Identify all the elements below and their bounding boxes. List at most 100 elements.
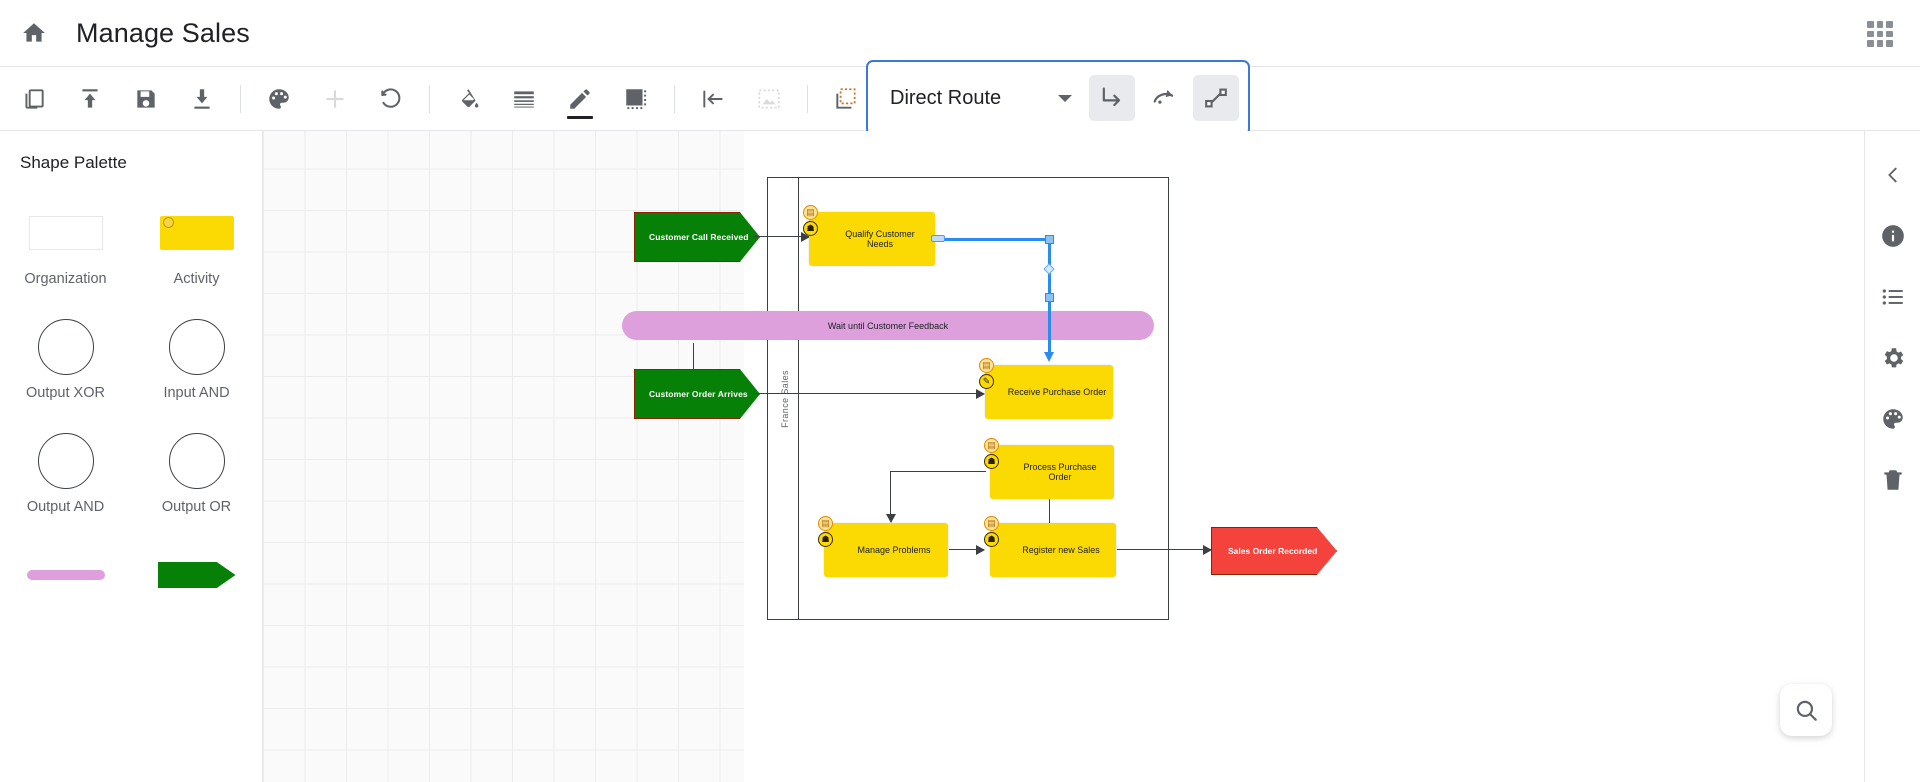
image-icon[interactable] bbox=[747, 77, 791, 121]
save-icon[interactable] bbox=[124, 77, 168, 121]
palette-item-wait[interactable] bbox=[0, 533, 131, 619]
lane-label-text: France Sales bbox=[780, 370, 790, 428]
align-left-icon[interactable] bbox=[691, 77, 735, 121]
palette-item-output-and[interactable]: Output AND bbox=[0, 419, 131, 521]
palette-item-event[interactable] bbox=[131, 533, 262, 619]
event-customer-call-received[interactable]: Customer Call Received bbox=[634, 212, 760, 262]
circle-shape-icon bbox=[38, 425, 94, 497]
app-header: Manage Sales bbox=[0, 0, 1920, 66]
event-arrow-shape-icon bbox=[158, 539, 236, 611]
palette-item-label: Activity bbox=[174, 271, 220, 287]
connector-waypoint-handle[interactable] bbox=[1045, 293, 1054, 302]
lane-label: France Sales bbox=[770, 349, 800, 449]
connector-arrowhead bbox=[1203, 545, 1212, 555]
shape-palette-title: Shape Palette bbox=[0, 131, 262, 173]
connector-source-handle[interactable] bbox=[931, 235, 945, 242]
connector-arrowhead bbox=[976, 389, 985, 399]
activity-shape-icon bbox=[160, 197, 234, 269]
circle-shape-icon bbox=[169, 311, 225, 383]
main-toolbar: Direct Route bbox=[0, 66, 1920, 131]
activity-process-purchase-order[interactable]: Process Purchase Order ▤ ☗ bbox=[990, 445, 1114, 499]
document-icon: ▤ bbox=[979, 358, 994, 373]
route-select[interactable]: Direct Route bbox=[874, 70, 1086, 126]
event-customer-order-arrives[interactable]: Customer Order Arrives bbox=[634, 369, 760, 419]
activity-manage-problems[interactable]: Manage Problems ▤ ☗ bbox=[824, 523, 948, 577]
trash-icon[interactable] bbox=[1873, 460, 1913, 500]
selected-connector-arrowhead bbox=[1044, 352, 1054, 362]
download-icon[interactable] bbox=[180, 77, 224, 121]
search-icon[interactable] bbox=[1780, 684, 1832, 736]
role-icon: ✎ bbox=[979, 374, 994, 389]
palette-item-label: Output XOR bbox=[26, 385, 105, 401]
wait-element[interactable]: Wait until Customer Feedback bbox=[622, 311, 1154, 340]
activity-qualify-customer-needs[interactable]: Qualify Customer Needs ▤ ☗ bbox=[809, 212, 935, 266]
wait-element-label: Wait until Customer Feedback bbox=[828, 321, 948, 331]
lines-icon[interactable] bbox=[502, 77, 546, 121]
paint-bucket-icon[interactable] bbox=[446, 77, 490, 121]
document-icon: ▤ bbox=[803, 205, 818, 220]
node-label: Process Purchase Order bbox=[990, 462, 1114, 483]
undo-icon[interactable] bbox=[369, 77, 413, 121]
diagonal-line-icon[interactable] bbox=[1193, 75, 1239, 121]
plus-icon[interactable] bbox=[313, 77, 357, 121]
diagram-canvas[interactable]: France Sales Wait until Customer Feedbac… bbox=[263, 131, 1511, 782]
upload-icon[interactable] bbox=[68, 77, 112, 121]
selected-connector-segment-h[interactable] bbox=[935, 238, 1051, 241]
node-label: Customer Call Received bbox=[635, 232, 749, 242]
role-icon: ☗ bbox=[984, 454, 999, 469]
info-icon[interactable] bbox=[1873, 216, 1913, 256]
palette-item-label: Output OR bbox=[162, 499, 231, 515]
document-icon: ▤ bbox=[818, 516, 833, 531]
connector-arrowhead bbox=[886, 514, 896, 523]
circle-shape-icon bbox=[38, 311, 94, 383]
elbow-arrow-icon[interactable] bbox=[1089, 75, 1135, 121]
role-icon: ☗ bbox=[803, 221, 818, 236]
route-toolbar-group: Direct Route bbox=[866, 60, 1250, 136]
list-icon[interactable] bbox=[1873, 277, 1913, 317]
palette-item-activity[interactable]: Activity bbox=[131, 191, 262, 293]
curved-arrow-icon[interactable] bbox=[1141, 75, 1187, 121]
send-backward-icon[interactable] bbox=[824, 77, 868, 121]
role-icon: ☗ bbox=[818, 532, 833, 547]
palette-item-label: Output AND bbox=[27, 499, 104, 515]
palette-item-label: Input AND bbox=[163, 385, 229, 401]
connector[interactable] bbox=[890, 471, 891, 518]
toolbar-divider bbox=[429, 85, 430, 113]
palette-item-input-and[interactable]: Input AND bbox=[131, 305, 262, 407]
role-icon: ☗ bbox=[984, 532, 999, 547]
palette-item-label: Organization bbox=[24, 271, 106, 287]
palette-icon[interactable] bbox=[257, 77, 301, 121]
shape-palette-grid: Organization Activity Output XOR Input A… bbox=[0, 191, 262, 619]
apps-grid-icon[interactable] bbox=[1862, 16, 1898, 52]
chevron-left-icon[interactable] bbox=[1873, 155, 1913, 195]
activity-receive-purchase-order[interactable]: Receive Purchase Order ▤ ✎ bbox=[985, 365, 1113, 419]
connector[interactable] bbox=[1117, 549, 1211, 550]
connector-corner-handle[interactable] bbox=[1045, 235, 1054, 244]
pencil-icon[interactable] bbox=[558, 77, 602, 121]
palette-item-output-xor[interactable]: Output XOR bbox=[0, 305, 131, 407]
node-label: Register new Sales bbox=[1000, 545, 1106, 555]
connector-arrowhead bbox=[976, 545, 985, 555]
palette-item-output-or[interactable]: Output OR bbox=[131, 419, 262, 521]
connector[interactable] bbox=[753, 393, 984, 394]
toolbar-divider bbox=[807, 85, 808, 113]
toolbar-divider bbox=[674, 85, 675, 113]
route-select-value: Direct Route bbox=[890, 87, 1001, 110]
page-title: Manage Sales bbox=[76, 18, 250, 49]
copy-icon[interactable] bbox=[12, 77, 56, 121]
palette-icon[interactable] bbox=[1873, 399, 1913, 439]
node-label: Sales Order Recorded bbox=[1212, 546, 1317, 556]
event-sales-order-recorded[interactable]: Sales Order Recorded bbox=[1211, 527, 1337, 575]
chevron-down-icon[interactable] bbox=[1058, 95, 1072, 102]
node-label: Customer Order Arrives bbox=[635, 389, 748, 399]
palette-item-organization[interactable]: Organization bbox=[0, 191, 131, 293]
filled-square-icon[interactable] bbox=[614, 77, 658, 121]
document-icon: ▤ bbox=[984, 516, 999, 531]
connector[interactable] bbox=[890, 471, 986, 472]
gear-icon[interactable] bbox=[1873, 338, 1913, 378]
home-icon[interactable] bbox=[14, 13, 54, 53]
activity-register-new-sales[interactable]: Register new Sales ▤ ☗ bbox=[990, 523, 1116, 577]
node-label: Receive Purchase Order bbox=[986, 387, 1113, 397]
organization-shape-icon bbox=[29, 197, 103, 269]
